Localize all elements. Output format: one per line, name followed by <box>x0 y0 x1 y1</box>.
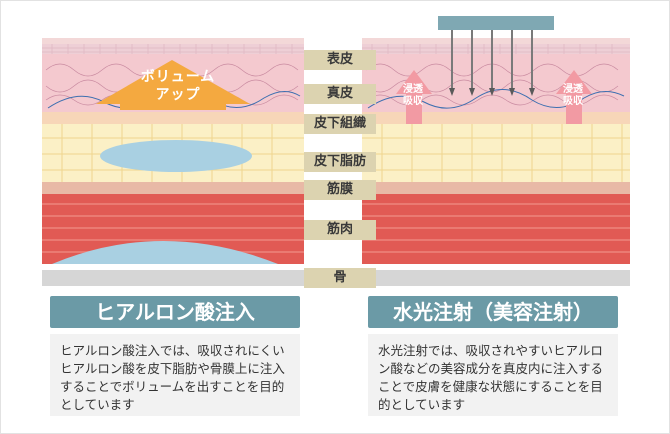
right-epidermis-cells <box>362 44 630 54</box>
right-subcutaneous-band <box>362 112 630 124</box>
absorb-label-right: 浸透 吸収 <box>558 84 588 108</box>
hyaluronic-injection-title: ヒアルロン酸注入 <box>50 296 300 328</box>
absorb-left-line2: 吸収 <box>403 96 423 107</box>
left-cell-pattern <box>42 44 304 54</box>
right-cell-pattern <box>362 44 630 54</box>
label-muscle: 筋肉 <box>304 220 376 240</box>
left-muscle-stripes <box>42 203 304 253</box>
left-subcutaneous-band <box>42 112 304 124</box>
hyaluronic-deposit-bone <box>52 241 278 264</box>
volume-up-line2: アップ <box>155 87 201 103</box>
microneedle-injector <box>438 16 554 96</box>
left-fascia-layer <box>42 182 304 194</box>
left-epidermis-cells <box>42 44 304 54</box>
hyaluronic-deposit-fat <box>100 140 252 172</box>
label-bone: 骨 <box>304 268 376 288</box>
right-muscle-stripes <box>362 203 630 253</box>
aqua-injection-title: 水光注射（美容注射） <box>368 296 618 328</box>
absorb-right-line1: 浸透 <box>563 84 583 95</box>
label-dermis: 真皮 <box>304 84 376 104</box>
right-fat-layer <box>362 124 630 182</box>
volume-up-line1: ボリューム <box>140 69 216 85</box>
label-subcutaneous: 皮下組織 <box>304 114 376 134</box>
volume-up-label: ボリューム アップ <box>130 68 226 104</box>
volume-up-arrow <box>96 60 250 110</box>
right-fascia-layer <box>362 182 630 194</box>
absorb-arrow-left <box>396 70 432 124</box>
absorb-right-line2: 吸収 <box>563 96 583 107</box>
aqua-injection-description: 水光注射では、吸収されやすいヒアルロン酸などの美容成分を真皮内に注入することで皮… <box>368 334 618 416</box>
label-fascia: 筋膜 <box>304 180 376 200</box>
absorb-label-left: 浸透 吸収 <box>398 84 428 108</box>
absorb-arrow-right <box>556 70 592 124</box>
label-epidermis: 表皮 <box>304 50 376 70</box>
right-fat-cells <box>362 124 630 182</box>
absorb-left-line1: 浸透 <box>403 84 423 95</box>
hyaluronic-injection-description: ヒアルロン酸注入では、吸収されにくいヒアルロン酸を皮下脂肪や骨膜上に注入すること… <box>50 334 300 416</box>
label-fat: 皮下脂肪 <box>304 152 376 172</box>
